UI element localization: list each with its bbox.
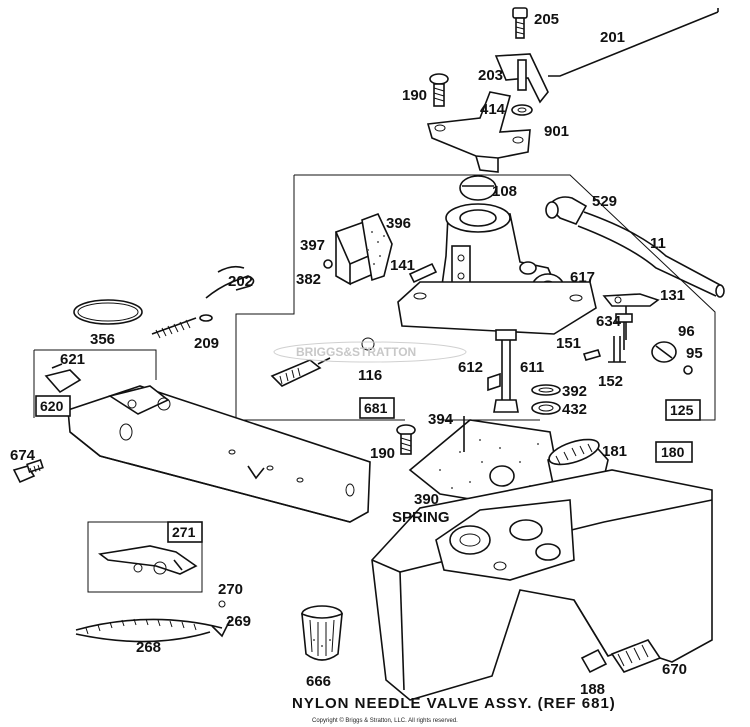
label-901: 901	[544, 123, 569, 140]
part-681-needle-valve	[270, 357, 331, 387]
label-394: 394	[428, 411, 454, 428]
label-108: 108	[492, 183, 517, 200]
label-390: 390	[414, 491, 439, 508]
label-203: 203	[478, 67, 503, 84]
part-529-fitting	[545, 196, 588, 225]
box-620-label: 620	[40, 398, 64, 414]
part-190-screw-middle	[396, 424, 416, 455]
box-180: 180	[655, 441, 693, 463]
part-116-seal	[361, 337, 375, 351]
label-95: 95	[686, 345, 703, 362]
box-681: 681	[359, 397, 395, 419]
label-141: 141	[390, 257, 415, 274]
label-131: 131	[660, 287, 685, 304]
label-116: 116	[358, 367, 382, 384]
label-666: 666	[306, 673, 331, 690]
label-432: 432	[562, 401, 587, 418]
part-131-throttle-lever	[602, 293, 660, 340]
label-356: 356	[90, 331, 115, 348]
label-96: 96	[678, 323, 695, 340]
caption: NYLON NEEDLE VALVE ASSY. (REF 681)	[292, 695, 616, 712]
label-202: 202	[228, 273, 253, 290]
label-612: 612	[458, 359, 483, 376]
control-bracket-body	[67, 385, 371, 523]
part-201-link-rod	[548, 8, 719, 77]
part-268-spring-ring	[75, 618, 223, 643]
part-188-plug	[580, 648, 608, 674]
part-666-fuel-filter	[301, 605, 343, 661]
label-181: 181	[602, 443, 627, 460]
part-96-throttle-plate	[651, 341, 677, 363]
part-203-bracket	[494, 53, 549, 104]
part-396-float-pad	[361, 212, 393, 282]
label-396: 396	[386, 215, 411, 232]
part-95-screw	[683, 365, 693, 375]
label-529: 529	[592, 193, 617, 210]
box-620: 620	[35, 395, 71, 417]
label-397: 397	[300, 237, 325, 254]
part-152-idle-stop	[608, 336, 626, 363]
label-621: 621	[60, 351, 85, 368]
box-125-label: 125	[670, 402, 694, 418]
box-180-label: 180	[661, 444, 685, 460]
label-634: 634	[596, 313, 622, 330]
box-271: 271	[167, 521, 203, 543]
label-11: 11	[650, 235, 666, 252]
part-392-gasket	[531, 384, 561, 396]
part-674-screw	[12, 459, 44, 484]
label-190-top: 190	[402, 87, 427, 104]
label-201: 201	[600, 29, 625, 46]
watermark-outline	[273, 341, 467, 363]
part-141-pin	[408, 262, 438, 284]
label-382: 382	[296, 271, 321, 288]
fuel-tank	[371, 469, 713, 701]
part-901-mount-plate	[426, 91, 531, 173]
part-270-retainer	[218, 600, 226, 608]
part-151-screw	[582, 349, 602, 361]
watermark-text: BRIGGS&STRATTON	[296, 345, 416, 359]
label-392: 392	[562, 383, 587, 400]
label-268: 268	[136, 639, 161, 656]
part-205-screw	[512, 7, 528, 39]
part-432-gasket	[531, 401, 561, 415]
label-414: 414	[480, 101, 506, 118]
label-209: 209	[194, 335, 219, 352]
part-670-fuel-cap-spring	[610, 639, 662, 673]
label-670: 670	[662, 661, 687, 678]
control-bracket-outline	[33, 349, 157, 418]
part-356-o-ring	[73, 299, 143, 325]
part-621-clip	[44, 363, 82, 394]
label-151: 151	[556, 335, 581, 352]
copyright: Copyright © Briggs & Stratton, LLC. All …	[312, 717, 458, 724]
label-617: 617	[570, 269, 595, 286]
label-269: 269	[226, 613, 251, 630]
part-202-spring	[205, 265, 255, 299]
part-190-screw-top	[429, 73, 449, 107]
part-612-611-bolt	[487, 329, 519, 413]
part-634-shaft	[615, 313, 633, 350]
label-188: 188	[580, 681, 605, 698]
label-205: 205	[534, 11, 559, 28]
label-674: 674	[10, 447, 36, 464]
box-271-label: 271	[172, 524, 196, 540]
box-125: 125	[665, 399, 701, 421]
label-152: 152	[598, 373, 623, 390]
label-190-middle: 190	[370, 445, 395, 462]
part-209-spring	[151, 314, 213, 339]
box-681-label: 681	[364, 400, 388, 416]
part-108-choke-shaft	[459, 175, 497, 201]
label-611: 611	[520, 359, 544, 376]
label-270: 270	[218, 581, 243, 598]
carburetor-body	[397, 203, 597, 335]
part-269-clip	[211, 619, 231, 638]
part-382-screw	[323, 259, 333, 269]
part-414-washer	[511, 104, 533, 116]
part-11-fuel-line	[577, 211, 725, 298]
label-spring: SPRING	[392, 509, 450, 526]
part-271-choke-linkage-box	[87, 521, 203, 593]
